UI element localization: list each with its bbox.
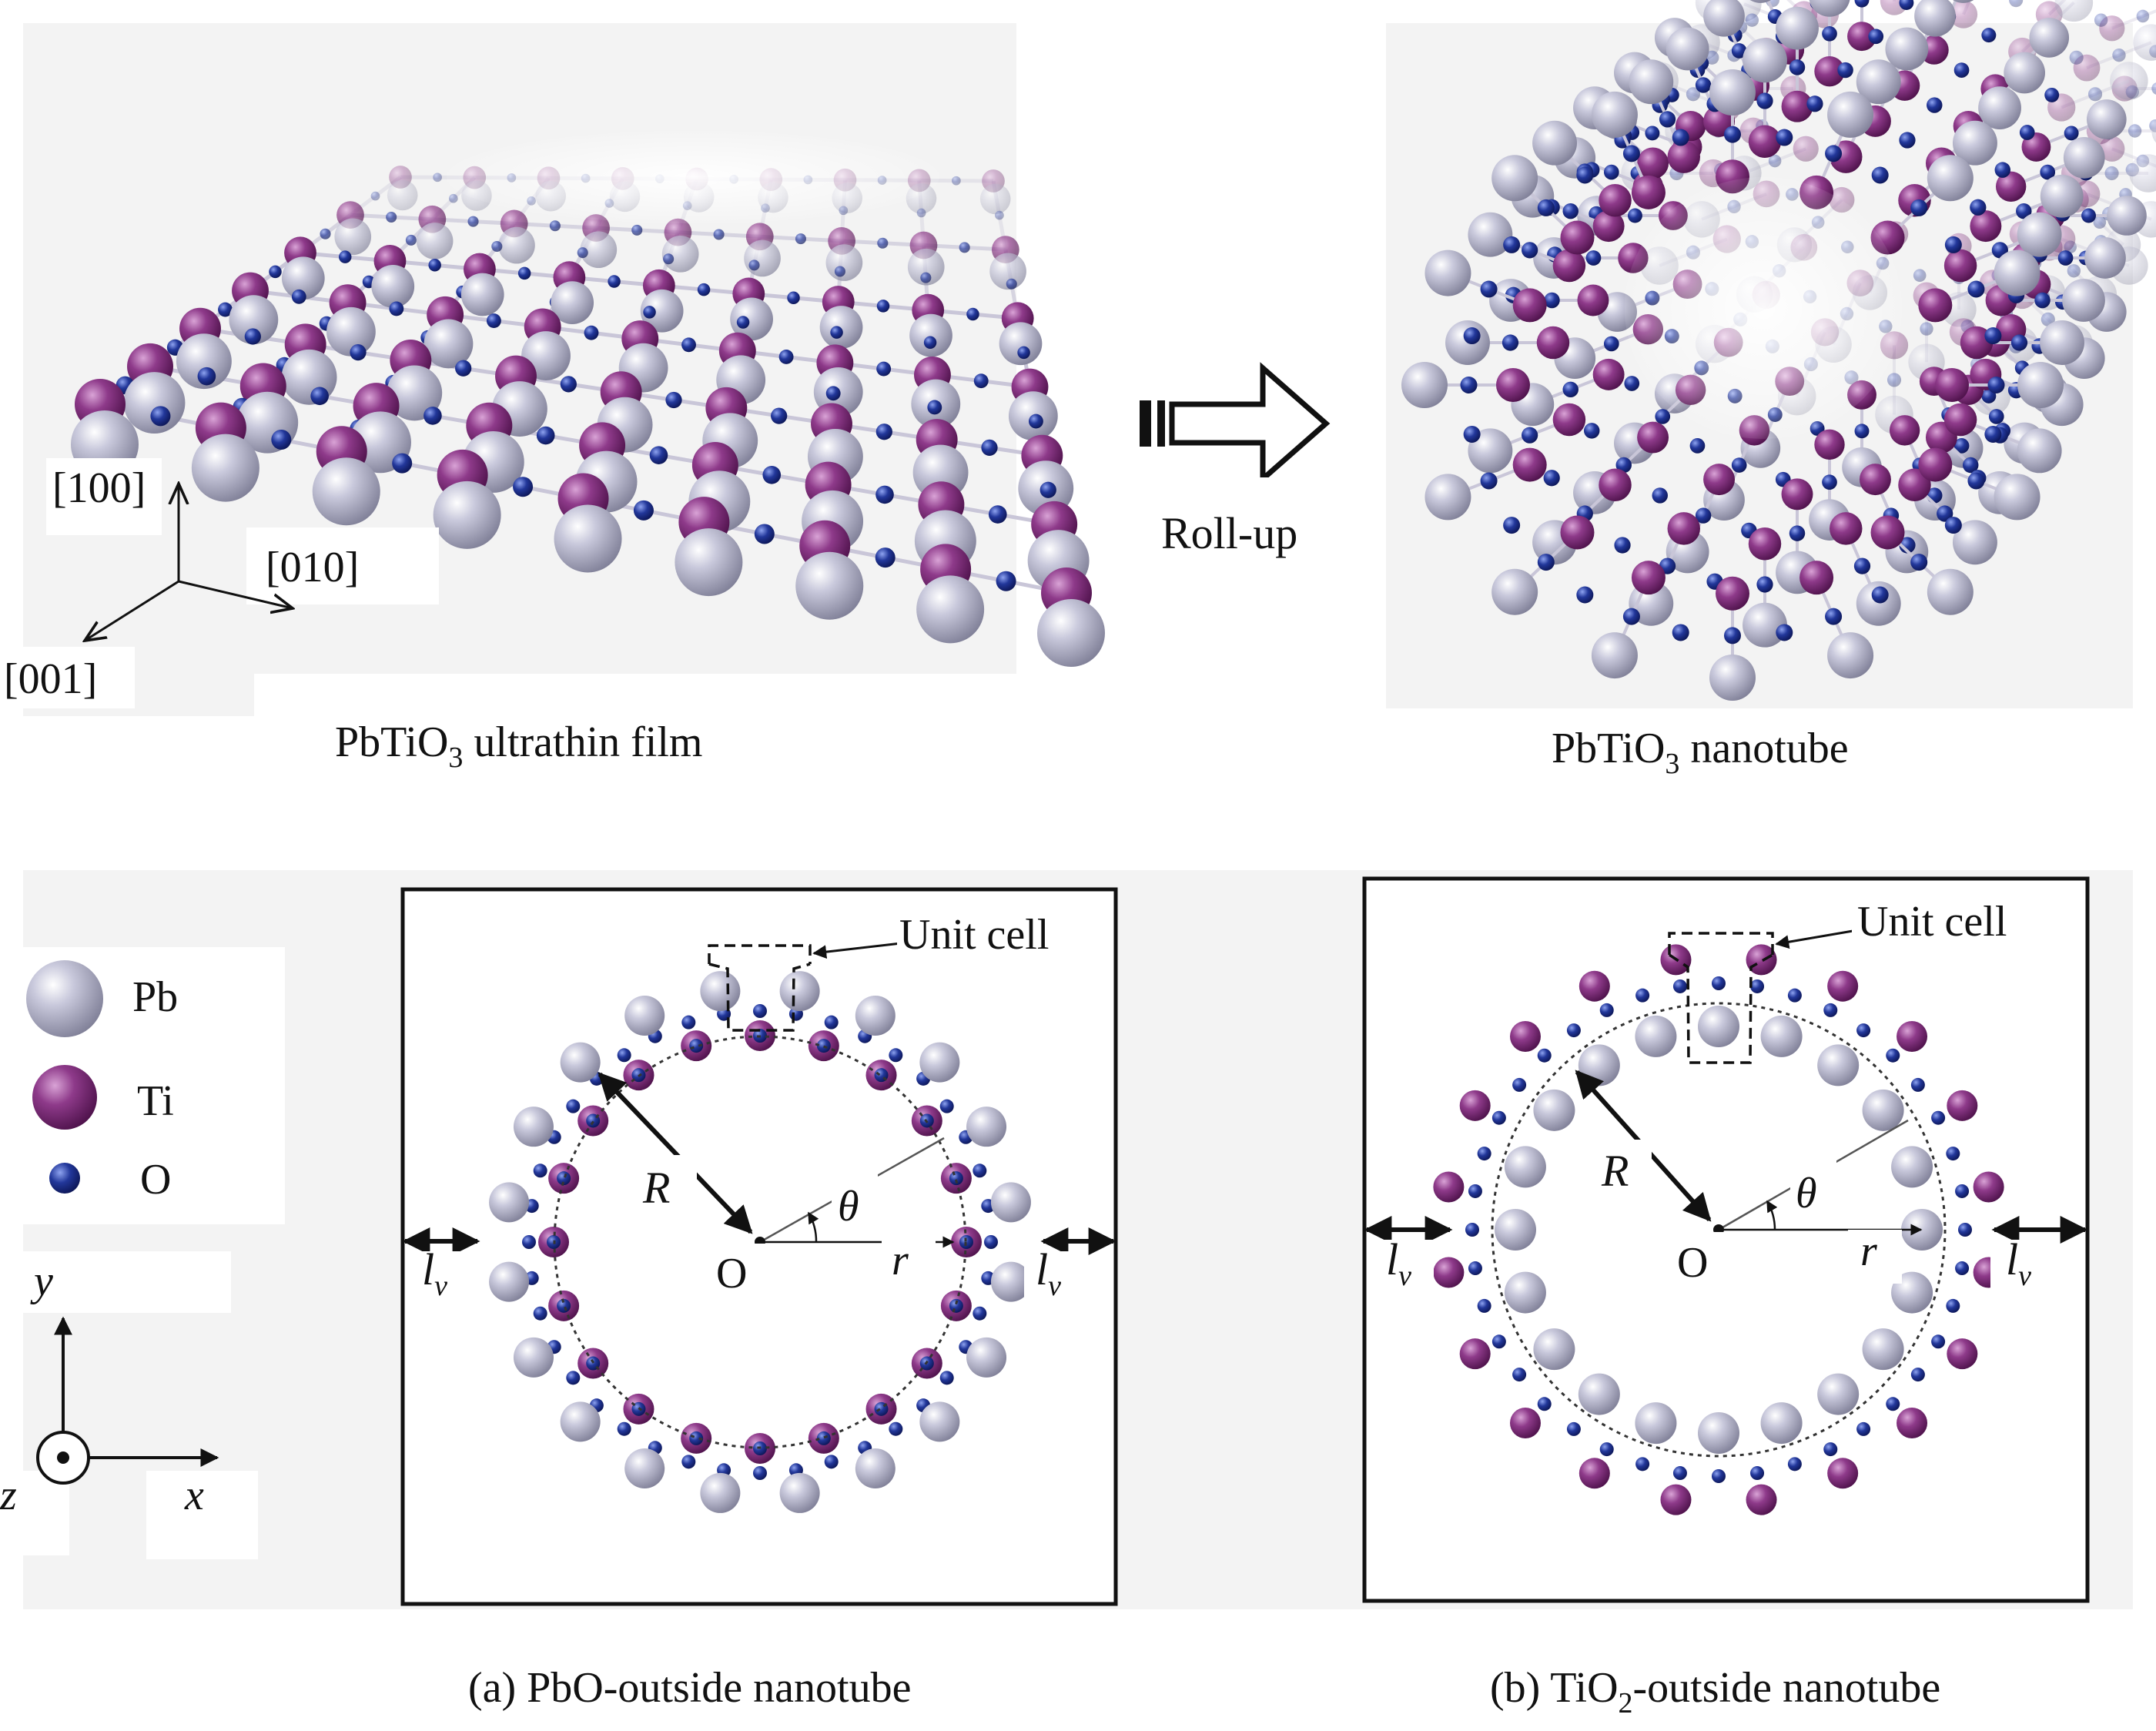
panel-b-unit-cell-box — [1668, 932, 1774, 1064]
roll-up-arrow: Roll-up — [1113, 362, 1374, 585]
atom-legend: Pb Ti O — [15, 947, 285, 1224]
panel-b-dotted-circle — [1491, 1002, 1947, 1458]
film-lattice-illustration — [71, 131, 1105, 667]
tube-caption-post: nanotube — [1679, 725, 1848, 772]
nanotube-illustration — [1401, 0, 2156, 701]
tube-caption-sub: 3 — [1665, 748, 1679, 780]
panel-a-origin-label: O — [716, 1250, 747, 1297]
panel-b-theta-label: θ — [1796, 1170, 1817, 1217]
nanotube-caption: PbTiO3 nanotube — [1455, 708, 2133, 809]
panel-a-unit-cell-label: Unit cell — [899, 911, 1049, 959]
panel-b-R-label: R — [1601, 1146, 1629, 1196]
svg-text:PbTiO3 nanotube: PbTiO3 nanotube — [1552, 725, 1849, 780]
legend-ti-sphere — [32, 1065, 97, 1130]
coord-y-label: y — [30, 1257, 53, 1305]
panel-a-radius-R-arrow — [598, 1072, 753, 1234]
panel-b-origin-label: O — [1677, 1239, 1708, 1287]
film-caption: PbTiO3 ultrathin film — [254, 674, 1016, 805]
axis-label-100: [100] — [52, 464, 146, 512]
legend-o-label: O — [140, 1156, 171, 1204]
panel-b-r-label: r — [1860, 1227, 1877, 1275]
film-caption-sub: 3 — [448, 742, 463, 774]
panel-b-caption: (b) TiO2-outside nanotube — [1490, 1664, 1940, 1719]
panel-a-atom-ring — [489, 971, 1031, 1513]
legend-o-sphere — [49, 1163, 80, 1194]
panel-a-lv-right-label: lv — [1036, 1244, 1061, 1302]
film-crystal-axes: [100] [010] [001] — [0, 458, 439, 708]
coord-z-label: z — [0, 1472, 17, 1519]
panel-b-atom-ring — [1433, 944, 2004, 1515]
panel-b-lv-right-label: lv — [2006, 1234, 2031, 1292]
panel-a-R-label: R — [642, 1163, 670, 1213]
film-caption-pre: PbTiO — [335, 718, 448, 766]
panel-a-dotted-circle — [553, 1035, 967, 1449]
panel-b-lv-left-label: lv — [1386, 1234, 1411, 1292]
panel-b-unit-cell-label: Unit cell — [1857, 898, 2007, 946]
film-caption-post: ultrathin film — [463, 718, 702, 766]
panel-a: Unit cell R θ O r lv lv (a) PbO-outside … — [400, 887, 1118, 1712]
axis-label-001: [001] — [4, 655, 97, 703]
legend-ti-label: Ti — [137, 1077, 174, 1125]
legend-pb-label: Pb — [132, 973, 178, 1021]
panel-a-caption: (a) PbO-outside nanotube — [468, 1664, 911, 1712]
panel-a-unit-cell-box — [708, 944, 812, 1032]
panel-a-lv-left-label: lv — [422, 1244, 447, 1302]
panel-a-theta-label: θ — [838, 1183, 859, 1230]
roll-up-label: Roll-up — [1161, 508, 1297, 558]
tube-caption-pre: PbTiO — [1552, 725, 1665, 772]
coordinate-system: y x z — [0, 1251, 258, 1559]
axis-label-010: [010] — [266, 544, 359, 591]
svg-text:PbTiO3 ultrathin film: PbTiO3 ultrathin film — [335, 718, 702, 774]
legend-pb-sphere — [26, 960, 103, 1037]
panel-a-r-label: r — [892, 1237, 909, 1284]
panel-b: Unit cell R θ O r lv lv (b) TiO2-outside… — [1362, 876, 2090, 1719]
coord-x-label: x — [184, 1472, 204, 1519]
